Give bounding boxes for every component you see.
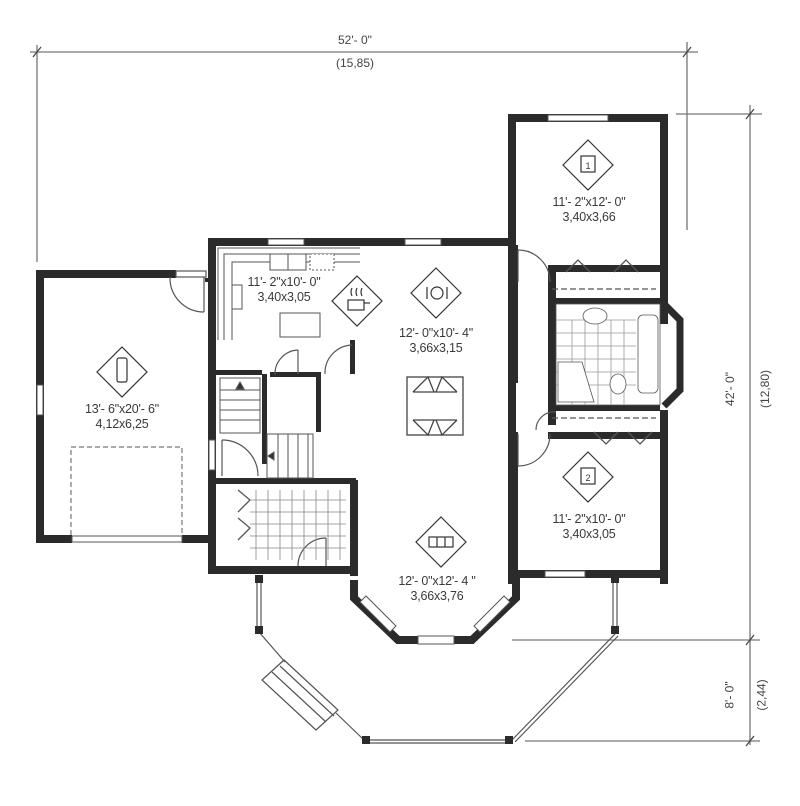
room-label-kitchen: 11'- 2"x10'- 0" 3,40x3,05 <box>248 275 321 305</box>
bedroom1-size-metric: 3,40x3,66 <box>562 210 616 224</box>
overall-width-imperial: 52'- 0" <box>338 33 372 47</box>
room-label-bedroom1: 11'- 2"x12'- 0" 3,40x3,66 <box>553 195 626 225</box>
stairs <box>219 377 314 479</box>
room-label-garage: 13'- 6"x20'- 6" 4,12x6,25 <box>85 402 159 432</box>
stair-window <box>208 439 216 471</box>
bedroom2-size-metric: 3,40x3,05 <box>562 527 616 541</box>
dimension-lines <box>30 42 762 747</box>
kitchen-size-metric: 3,40x3,05 <box>257 290 311 304</box>
garage-size-metric: 4,12x6,25 <box>95 417 149 431</box>
foyer-tile <box>250 490 346 560</box>
closet-doors <box>237 259 656 541</box>
overall-depth-imperial: 42'- 0" <box>722 372 737 406</box>
room-label-living: 12'- 0"x12'- 4 " 3,66x3,76 <box>398 574 475 604</box>
porch-depth-imperial: 8'- 0" <box>722 681 737 709</box>
bed-icon <box>562 139 614 503</box>
porch-railing <box>256 577 619 744</box>
living-bay-windows <box>359 595 511 645</box>
porch-depth-metric: (2,44) <box>754 679 769 711</box>
bedroom1-size-imperial: 11'- 2"x12'- 0" <box>552 195 626 209</box>
dining-size-metric: 3,66x3,15 <box>409 341 463 355</box>
dining-size-imperial: 12'- 0"x10'- 4" <box>399 326 473 340</box>
kitchen-counters <box>217 247 360 340</box>
bedroom1-badge: 1 <box>585 161 590 171</box>
overall-depth-metric: (12,80) <box>758 369 773 409</box>
kitchen-window <box>267 238 305 246</box>
bedroom1-window <box>547 114 609 122</box>
garage-door-opening <box>71 535 183 543</box>
porch-posts <box>255 575 619 744</box>
cooking-pot-icon <box>331 275 383 327</box>
room-label-bedroom2: 11'- 2"x10'- 0" 3,40x3,05 <box>553 512 626 542</box>
bedroom2-badge: 2 <box>585 473 590 483</box>
dining-window <box>404 238 442 246</box>
dining-table <box>406 375 464 437</box>
living-bay-walls <box>350 580 520 644</box>
sofa-icon <box>415 516 467 568</box>
plate-cutlery-icon <box>410 267 462 319</box>
garage-entry-door <box>169 270 207 313</box>
garage-car-outline <box>70 446 183 537</box>
bedroom2-window <box>544 570 586 578</box>
door-swings <box>221 249 557 567</box>
garage-window <box>36 384 44 416</box>
living-size-metric: 3,66x3,76 <box>410 589 464 603</box>
car-icon <box>96 346 148 398</box>
bedroom2-size-imperial: 11'- 2"x10'- 0" <box>552 512 626 526</box>
interior-walls <box>216 245 660 572</box>
bath-bay-wall <box>661 301 684 409</box>
garage-size-imperial: 13'- 6"x20'- 6" <box>85 402 159 416</box>
kitchen-size-imperial: 11'- 2"x10'- 0" <box>247 275 321 289</box>
overall-width-metric: (15,85) <box>336 56 375 70</box>
bathroom <box>555 303 661 406</box>
living-size-imperial: 12'- 0"x12'- 4 " <box>398 574 476 588</box>
room-label-dining: 12'- 0"x10'- 4" 3,66x3,15 <box>399 326 473 356</box>
